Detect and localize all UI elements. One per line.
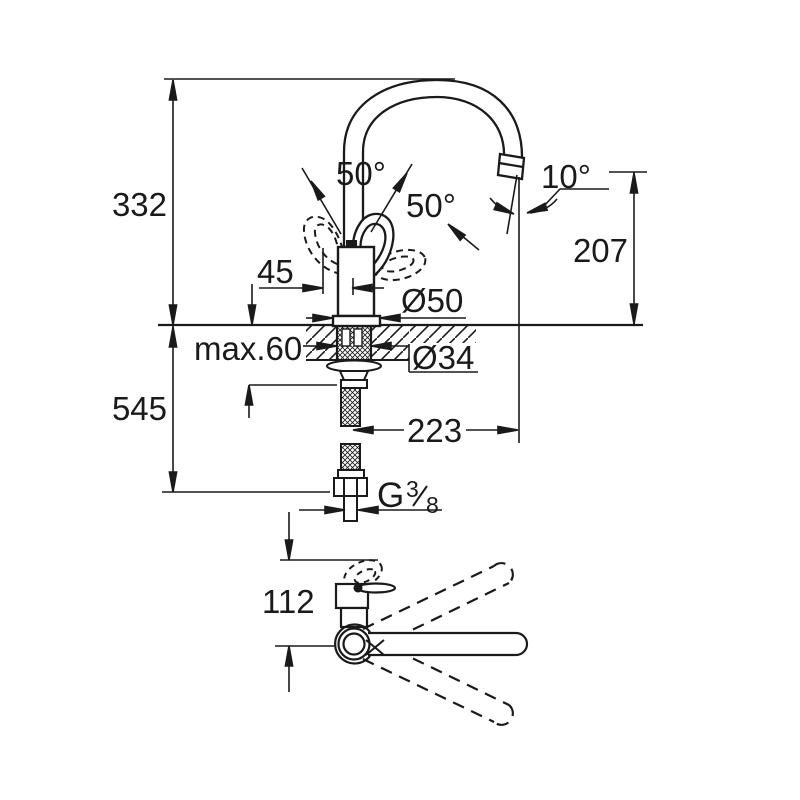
label-112: 112 xyxy=(262,583,315,620)
label-g38-g: G xyxy=(377,476,404,515)
dim-207 xyxy=(609,171,647,325)
dim-45 xyxy=(259,248,384,295)
dimensions xyxy=(162,78,647,692)
faucet-swivel-view xyxy=(334,559,529,726)
label-545: 545 xyxy=(112,390,167,427)
label-max60: max.60 xyxy=(194,330,302,367)
dim-max60 xyxy=(244,284,337,418)
label-g38: G 3 8 xyxy=(377,476,439,518)
spout-outlet xyxy=(496,152,526,181)
label-207: 207 xyxy=(573,232,628,269)
label-g38-denominator: 8 xyxy=(426,492,439,518)
pivot-cross-mark xyxy=(365,639,385,656)
label-d34: Ø34 xyxy=(412,339,474,376)
threaded-shank xyxy=(335,324,373,364)
label-d50: Ø50 xyxy=(401,282,463,319)
dim-112 xyxy=(275,512,378,692)
spout-arc xyxy=(342,78,524,161)
dimension-labels: 332 545 max.60 45 Ø50 Ø34 223 207 50° 50… xyxy=(112,155,628,620)
faucet-body xyxy=(331,240,382,328)
dim-g38 xyxy=(299,485,442,515)
base-body xyxy=(334,582,397,629)
dim-223 xyxy=(352,425,519,435)
label-50deg-front: 50° xyxy=(336,155,386,192)
swivel-pivot xyxy=(334,623,371,665)
dim-10deg xyxy=(489,174,609,443)
label-223: 223 xyxy=(407,412,462,449)
label-45: 45 xyxy=(257,253,294,290)
dim-50deg-back xyxy=(444,220,480,251)
dim-50deg-front xyxy=(301,163,413,235)
lever-disc xyxy=(355,582,397,594)
dim-545 xyxy=(162,326,330,493)
label-332: 332 xyxy=(112,186,167,223)
dim-d50 xyxy=(306,313,466,323)
label-50deg-back: 50° xyxy=(406,187,456,224)
dim-d34 xyxy=(303,341,478,373)
label-g38-numerator: 3 xyxy=(406,476,419,502)
spout-straight xyxy=(368,631,529,657)
label-10deg: 10° xyxy=(541,158,591,195)
mounting-nut xyxy=(326,359,382,389)
flex-hose xyxy=(333,387,368,522)
dim-332 xyxy=(168,79,178,326)
